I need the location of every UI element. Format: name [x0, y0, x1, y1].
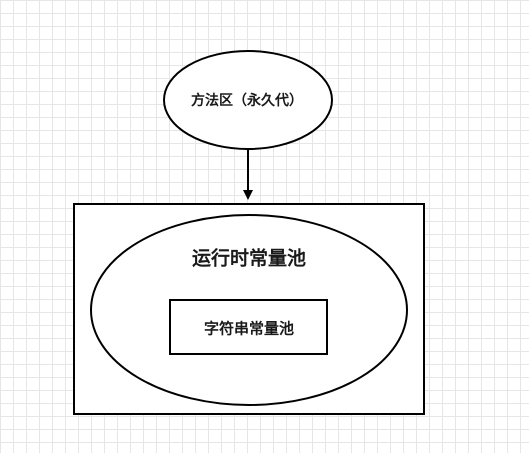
string-constant-pool-label: 字符串常量池 [203, 319, 295, 338]
method-area-label: 方法区（永久代） [191, 93, 303, 109]
string-constant-pool-node [169, 299, 328, 355]
runtime-constant-pool-label: 运行时常量池 [191, 247, 307, 270]
